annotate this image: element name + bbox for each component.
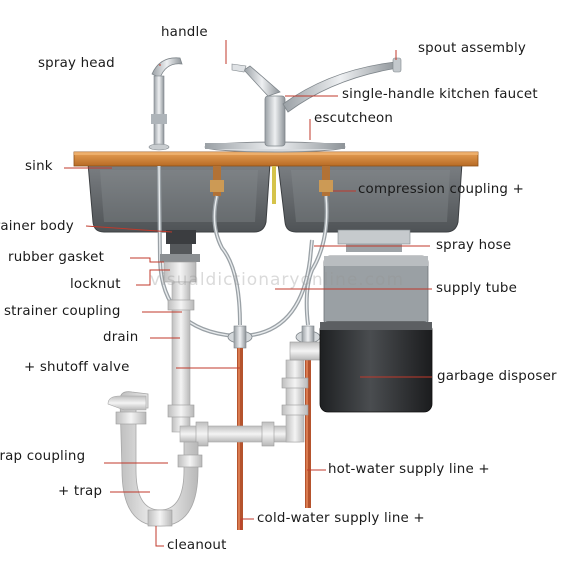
label-escutcheon: escutcheon bbox=[314, 111, 393, 127]
label-spout-assembly: spout assembly bbox=[418, 41, 526, 57]
label-sink: sink bbox=[25, 159, 53, 175]
label-strainer-body: strainer body bbox=[0, 219, 74, 235]
label-handle: handle bbox=[161, 25, 208, 41]
countertop bbox=[74, 152, 478, 166]
label-locknut: locknut bbox=[70, 277, 121, 293]
label-spray-hose: spray hose bbox=[436, 238, 511, 254]
label-strainer-coupling: strainer coupling bbox=[4, 304, 121, 320]
label-single-handle-faucet: single-handle kitchen faucet bbox=[342, 87, 538, 103]
label-compression-coupling: compression coupling + bbox=[358, 182, 524, 198]
watermark: visualdictionaryonline.com bbox=[150, 270, 404, 290]
label-shutoff-valve: + shutoff valve bbox=[24, 360, 130, 376]
label-supply-tube: supply tube bbox=[436, 281, 517, 297]
label-cold-water-supply-line: cold-water supply line + bbox=[257, 511, 425, 527]
garbage-disposer bbox=[320, 230, 432, 412]
spray-head-assembly bbox=[149, 58, 182, 150]
label-garbage-disposer: garbage disposer bbox=[437, 369, 557, 385]
label-trap: + trap bbox=[58, 484, 102, 500]
label-cleanout: cleanout bbox=[167, 538, 227, 554]
label-spray-head: spray head bbox=[38, 56, 115, 72]
label-drain: drain bbox=[103, 330, 138, 346]
label-trap-coupling: trap coupling bbox=[0, 449, 85, 465]
label-hot-water-supply-line: hot-water supply line + bbox=[328, 462, 490, 478]
label-rubber-gasket: rubber gasket bbox=[8, 250, 104, 266]
